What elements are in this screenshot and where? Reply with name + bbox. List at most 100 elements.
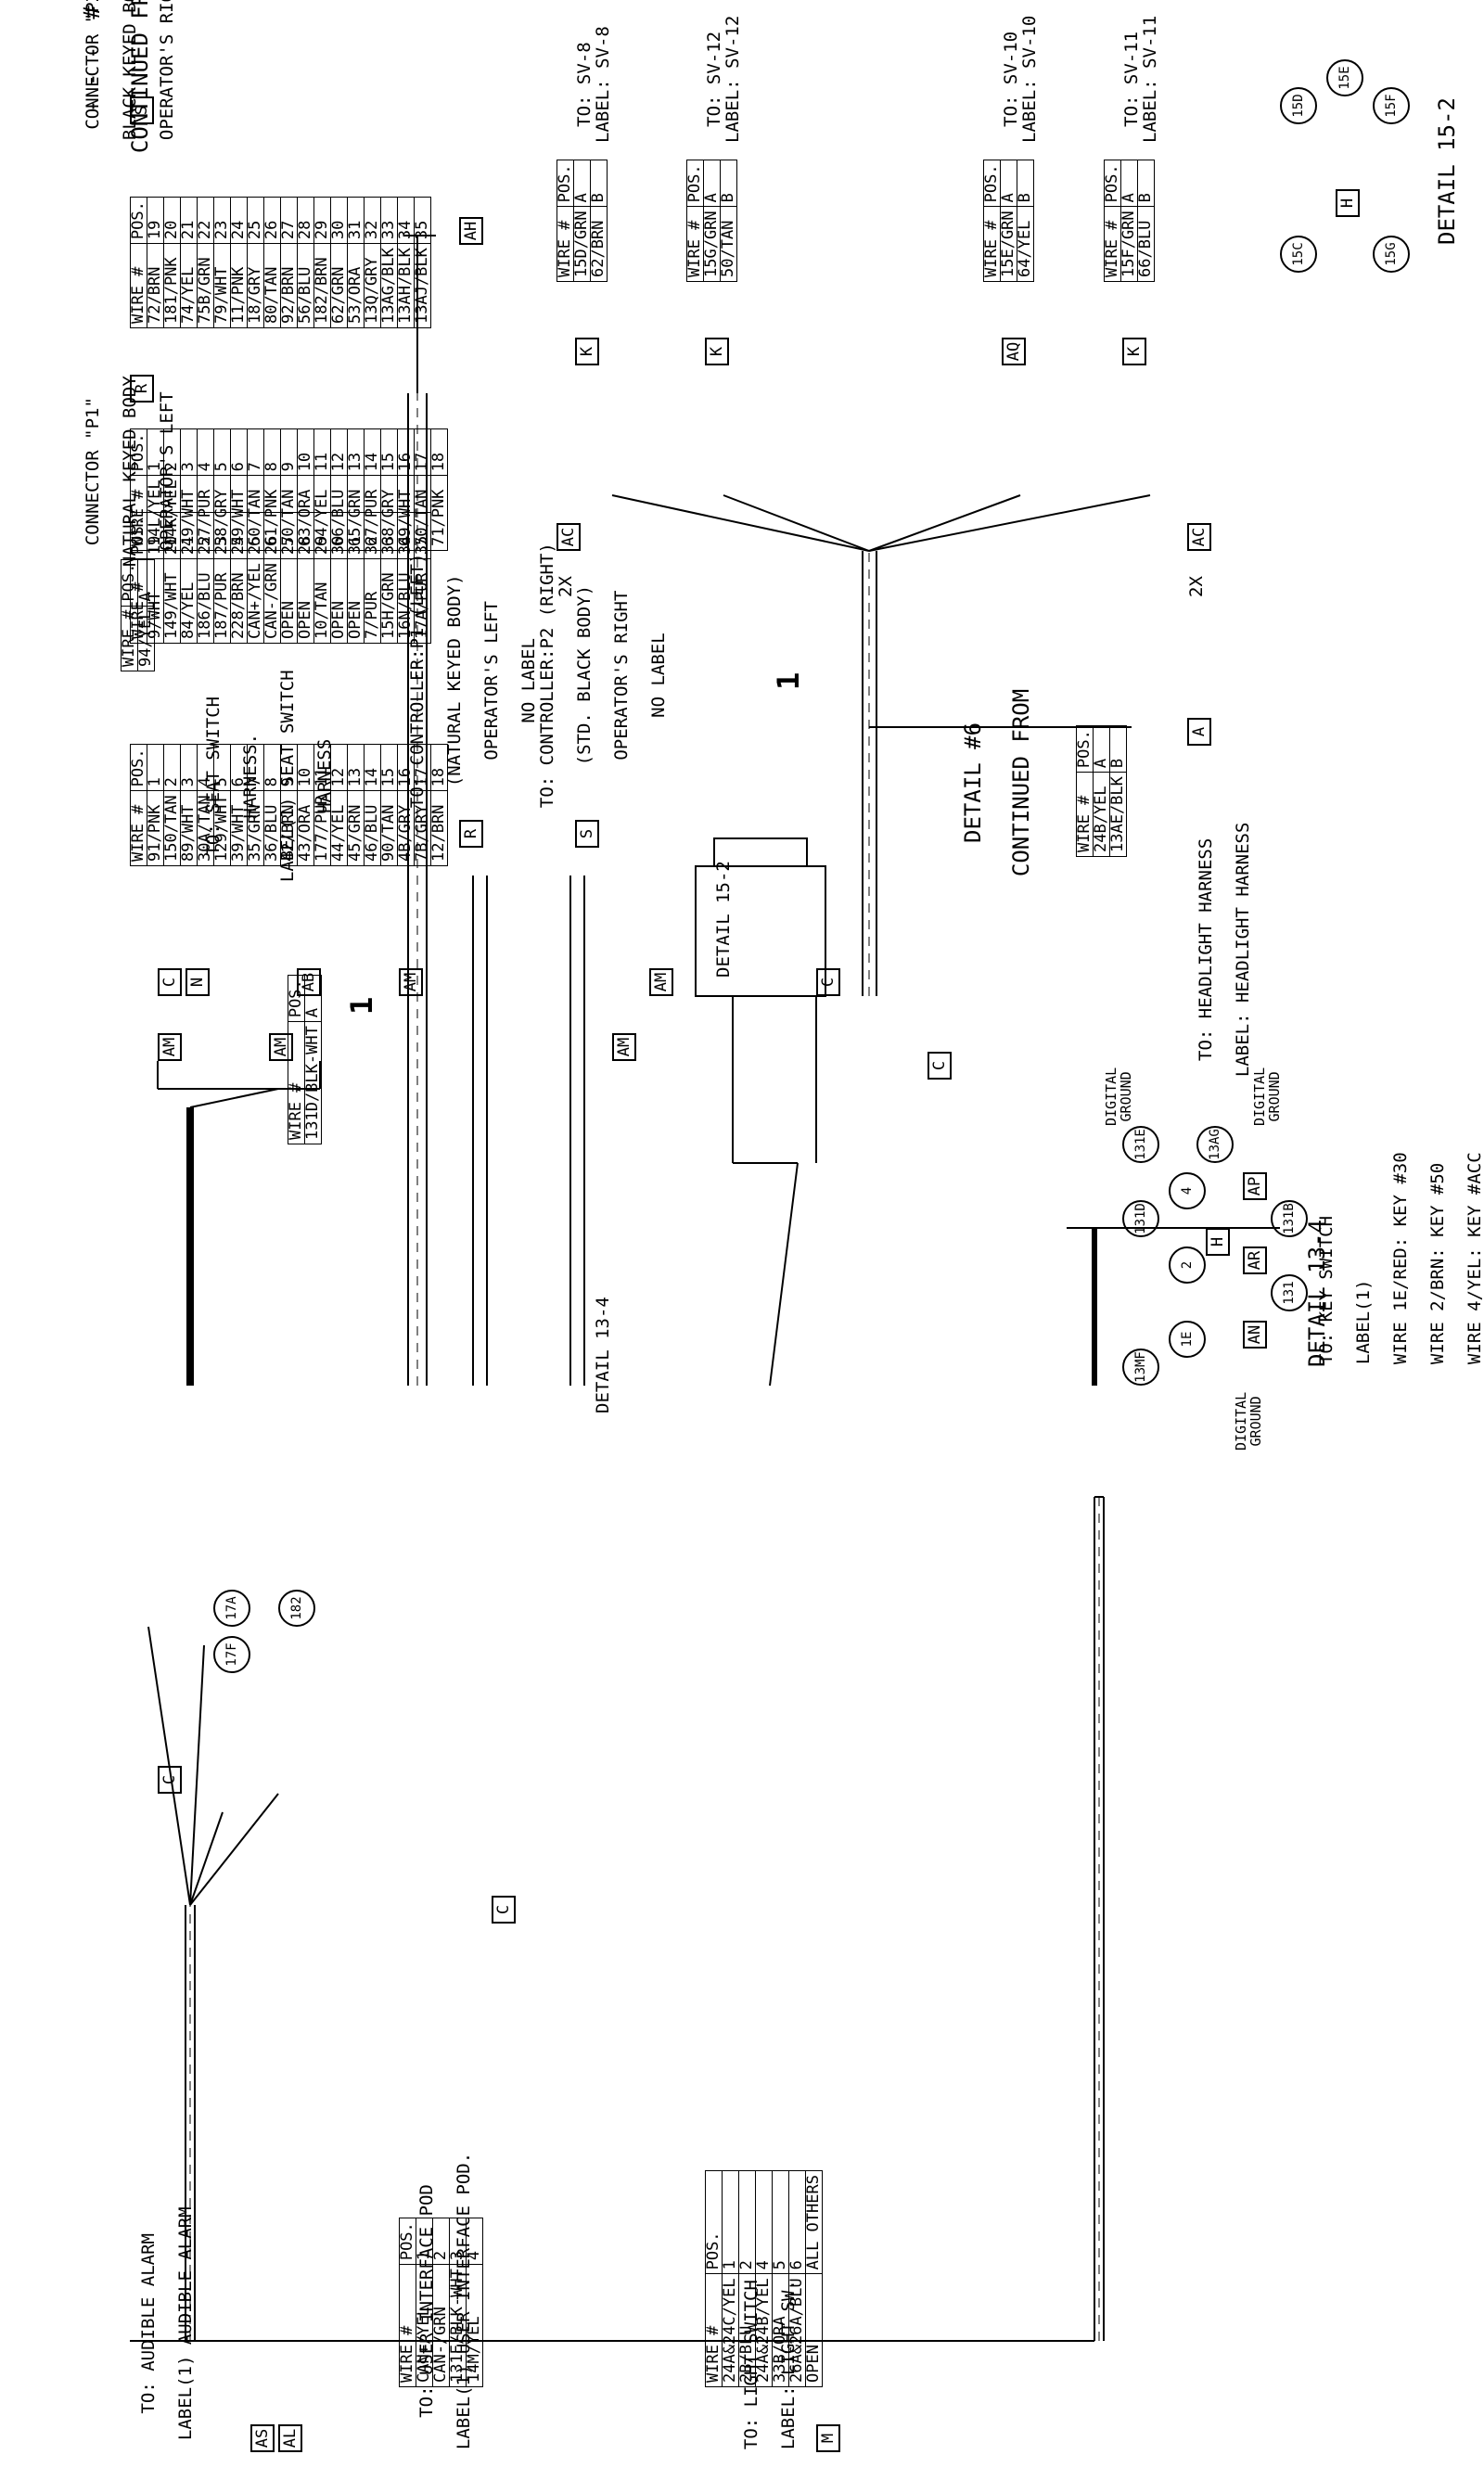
- wire-cell: 11/PNK: [229, 243, 248, 328]
- wire-cell: 14K/YEL: [162, 475, 181, 551]
- dg2b: GROUND: [1118, 1071, 1134, 1122]
- key-switch-line5: WIRE 4/YEL: KEY #ACC: [1465, 1152, 1484, 1365]
- tag-r-controller: R: [459, 820, 483, 848]
- wire-cell: 13AE/BLK: [1108, 772, 1127, 857]
- wire-cell: OPEN: [804, 2273, 823, 2387]
- tag-c-1: C: [816, 968, 840, 996]
- branch-controllers: [472, 876, 585, 1386]
- wire-cell: 18/GRY: [246, 243, 264, 328]
- wire-cell: 13AH/BLK: [396, 243, 415, 328]
- pos-cell: 11: [313, 744, 331, 791]
- pos-cell: 18: [429, 744, 448, 791]
- wire-cell: CAN+/YEL: [246, 558, 264, 644]
- pos-cell: B: [719, 160, 737, 207]
- pos-cell: 2: [162, 428, 181, 476]
- wire-cell: 33B/ORA: [771, 2273, 789, 2387]
- wire-cell: 177/PUR: [313, 790, 331, 866]
- pos-cell: A: [572, 160, 591, 207]
- header-wire: WIRE #: [129, 790, 147, 866]
- connector-p2-title1: CONNECTOR "P2": [83, 0, 103, 130]
- circle-131e: 131E: [1122, 1126, 1159, 1163]
- tag-ar: AR: [1243, 1246, 1267, 1274]
- pos-cell: 1: [415, 2218, 433, 2265]
- pos-cell: 6: [787, 2170, 806, 2274]
- circle-15e: 15E: [1326, 59, 1363, 96]
- pos-cell: 2: [737, 2170, 756, 2274]
- tag-aq-sv10: AQ: [1002, 338, 1026, 365]
- header-pos: POS.: [1103, 160, 1121, 207]
- audible-alarm-line2: LABEL(1) AUDIBLE ALARM: [175, 2206, 196, 2441]
- header-wire: WIRE #: [982, 206, 1001, 282]
- tag-ac-2: AC: [1187, 523, 1211, 551]
- pos-cell: 34: [396, 197, 415, 244]
- sv10-line1: TO: SV-10: [1001, 31, 1021, 127]
- pos-cell: 1: [146, 744, 164, 791]
- wire-cell: 57/PUR: [196, 475, 214, 551]
- wire-cell: 92/BRN: [279, 243, 298, 328]
- tag-k-sv11: K: [1122, 338, 1146, 365]
- wire-cell: 49/WHT: [179, 475, 198, 551]
- pos-cell: 21: [179, 197, 198, 244]
- continued-detail-label: DETAIL #6: [960, 722, 986, 843]
- sv8-line2: LABEL: SV-8: [593, 26, 613, 143]
- table-header-row: WIRE #POS.: [129, 744, 147, 866]
- header-pos: POS.: [129, 744, 147, 791]
- tag-k-sv8: K: [575, 338, 599, 365]
- pos-cell: 9: [279, 428, 298, 476]
- wire-cell: 15G/GRN: [702, 206, 721, 282]
- pos-cell: B: [1108, 725, 1127, 773]
- headlight-line2: LABEL: HEADLIGHT HARNESS: [1233, 822, 1253, 1078]
- pos-cell: 20: [162, 197, 181, 244]
- wire-cell: OPEN: [346, 558, 365, 644]
- tag-ah: AH: [459, 217, 483, 245]
- tag-ap: AP: [1243, 1172, 1267, 1200]
- table-header-row: WIRE #POS.: [685, 160, 704, 282]
- wire-cell: 30A/TAN: [196, 790, 214, 866]
- wire-cell: 91/PNK: [146, 790, 164, 866]
- pos-cell: A: [303, 975, 322, 1022]
- circle-15c: 15C: [1280, 236, 1317, 273]
- wire-cell: 149/WHT: [162, 558, 181, 644]
- circle-1e: 1E: [1169, 1321, 1206, 1358]
- pos-cell: 6: [229, 428, 248, 476]
- wire-cell: 181/PNK: [162, 243, 181, 328]
- pos-cell: 13: [346, 428, 365, 476]
- wire-cell: 46/BLU: [363, 790, 381, 866]
- controller-p2-line4: NO LABEL: [648, 633, 669, 718]
- table-header-row: WIRE #POS.: [704, 2170, 723, 2387]
- controller-p1-line3: OPERATOR'S LEFT: [481, 601, 502, 761]
- pos-cell: 4: [465, 2218, 483, 2265]
- header-wire: WIRE #: [398, 2264, 416, 2387]
- two-x-label-1: 2X: [556, 576, 576, 597]
- detail-13-4-title: DETAIL 13-4: [1304, 1220, 1330, 1367]
- wire-cell: 42/BRN: [279, 790, 298, 866]
- table-header-row: WIRE #POS.: [1075, 725, 1094, 857]
- dg1b: GROUND: [1247, 1396, 1264, 1447]
- detail-15-2-h: H: [1336, 189, 1360, 217]
